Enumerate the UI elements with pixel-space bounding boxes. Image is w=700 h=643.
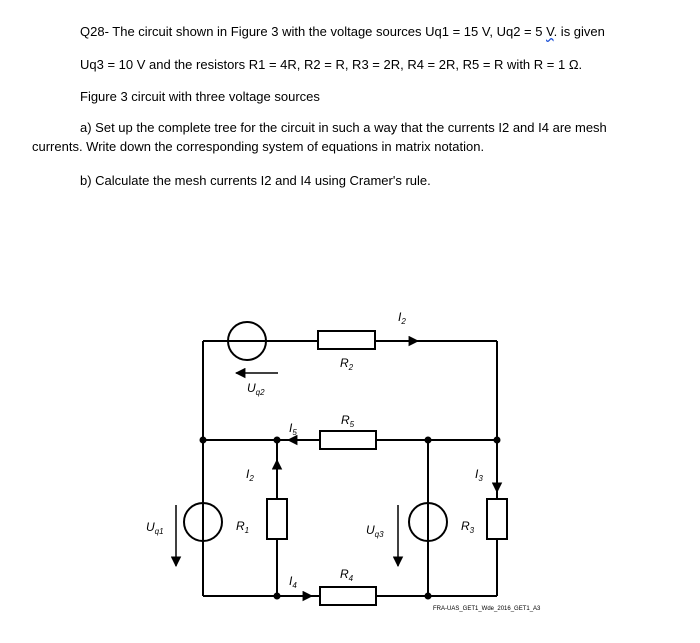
- figure-caption: Figure 3 circuit with three voltage sour…: [80, 89, 320, 104]
- label-r2: R2: [340, 356, 354, 372]
- resistor-r5: [319, 430, 377, 450]
- question-line-2: Uq3 = 10 V and the resistors R1 = 4R, R2…: [80, 57, 583, 72]
- question-part-b: b) Calculate the mesh currents I2 and I4…: [80, 173, 431, 188]
- resistor-r2: [317, 330, 376, 350]
- resistor-r4: [319, 586, 377, 606]
- label-r3: R3: [461, 519, 475, 535]
- resistor-r3: [486, 498, 508, 540]
- label-r1: R1: [236, 519, 249, 535]
- label-r5: R5: [341, 413, 355, 429]
- label-i2-left: I2: [246, 467, 254, 483]
- label-uq2: Uq2: [247, 381, 265, 397]
- label-uq1: Uq1: [146, 520, 164, 536]
- question-line-1-suffix: . is given: [553, 24, 605, 39]
- question-part-a-line-2: currents. Write down the corresponding s…: [32, 139, 485, 154]
- label-i4: I4: [289, 574, 297, 590]
- question-line-1-prefix: Q28- The circuit shown in Figure 3 with …: [80, 24, 547, 39]
- label-r4: R4: [340, 567, 354, 583]
- label-i3: I3: [475, 467, 483, 483]
- label-i2-top: I2: [398, 310, 406, 326]
- voltage-unit: V: [546, 24, 554, 39]
- resistor-r1: [266, 498, 288, 540]
- question-part-a-line-1: a) Set up the complete tree for the circ…: [80, 120, 607, 135]
- question-line-1: Q28- The circuit shown in Figure 3 with …: [80, 24, 605, 39]
- label-i5: I5: [289, 421, 297, 437]
- label-uq3: Uq3: [366, 523, 384, 539]
- watermark: FRA-UAS_GET1_Wde_2016_GET1_A3: [433, 606, 541, 612]
- junction-dots: [199, 436, 501, 600]
